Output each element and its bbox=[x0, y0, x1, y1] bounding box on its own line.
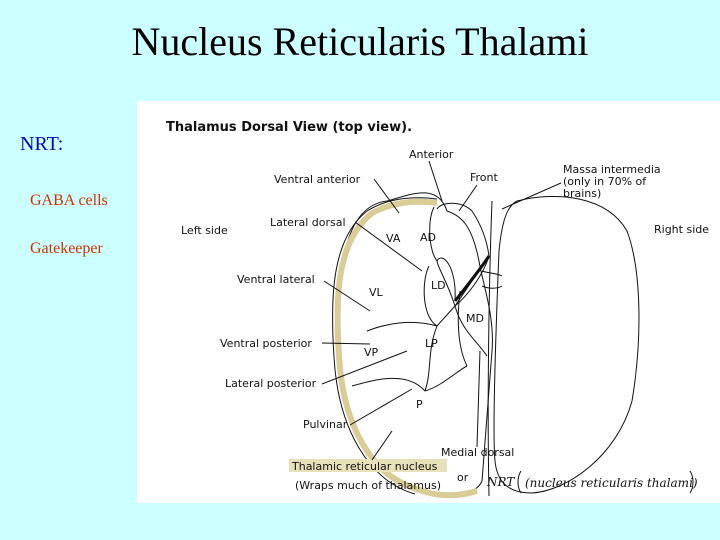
right-hemisphere-outline bbox=[493, 196, 640, 494]
region-va: VA bbox=[386, 232, 401, 245]
leader-front bbox=[458, 184, 478, 212]
md-bottom-curve bbox=[454, 305, 488, 357]
bullet-gatekeeper: Gatekeeper bbox=[30, 240, 103, 257]
slide-title: Nucleus Reticularis Thalami bbox=[131, 19, 589, 64]
leader-medial-dorsal bbox=[476, 350, 481, 448]
va-ad-border bbox=[429, 206, 456, 302]
label-front: Front bbox=[470, 171, 499, 184]
lp-p-border bbox=[424, 365, 468, 392]
ad-region-outline bbox=[436, 202, 490, 308]
vl-lower-border bbox=[366, 321, 438, 332]
label-pulvinar: Pulvinar bbox=[303, 418, 348, 431]
leader-anterior bbox=[428, 160, 443, 202]
label-wraps: (Wraps much of thalamus) bbox=[295, 479, 441, 492]
md-lp-border bbox=[457, 290, 468, 367]
thalamus-drawing: Thalamus Dorsal View (top view). Anterio… bbox=[166, 120, 709, 499]
reticular-nucleus-band-outer bbox=[332, 197, 438, 495]
region-vl: VL bbox=[369, 286, 384, 299]
leader-ventral-lateral bbox=[323, 280, 371, 312]
leader-lateral-posterior bbox=[321, 350, 408, 385]
label-ventral-anterior: Ventral anterior bbox=[274, 173, 361, 186]
massa-intermedia bbox=[481, 270, 503, 289]
reticular-nucleus-band bbox=[334, 198, 438, 492]
label-lateral-posterior: Lateral posterior bbox=[225, 377, 317, 390]
region-ad: AD bbox=[420, 231, 436, 244]
label-ventral-lateral: Ventral lateral bbox=[237, 273, 315, 286]
label-ventral-posterior: Ventral posterior bbox=[220, 337, 312, 350]
label-anterior: Anterior bbox=[409, 148, 454, 161]
region-p: P bbox=[416, 398, 423, 411]
reticular-nucleus-band-tail bbox=[415, 486, 478, 499]
label-or: or bbox=[457, 471, 469, 484]
vp-lower-border bbox=[351, 377, 426, 392]
trn-label-highlight bbox=[289, 459, 447, 472]
nrt-paren-open bbox=[517, 470, 522, 494]
region-md: MD bbox=[466, 312, 484, 325]
midline bbox=[487, 200, 493, 497]
label-massa-line2: (only in 70% of bbox=[563, 175, 647, 188]
label-medial-dorsal: Medial dorsal bbox=[441, 446, 514, 459]
label-left-side: Left side bbox=[181, 224, 228, 237]
region-vp: VP bbox=[364, 346, 379, 359]
leader-reticular bbox=[371, 430, 393, 461]
label-nrt-hand: NRT bbox=[486, 475, 515, 489]
label-nrt-full: (nucleus reticularis thalami) bbox=[525, 476, 698, 490]
leader-lateral-dorsal bbox=[354, 221, 423, 272]
leader-pulvinar bbox=[349, 388, 413, 426]
ld-region-outline bbox=[423, 265, 456, 327]
leader-ventral-posterior bbox=[321, 342, 371, 345]
nrt-paren-close bbox=[689, 470, 694, 494]
region-lp: LP bbox=[425, 337, 438, 350]
label-thalamic-reticular: Thalamic reticular nucleus bbox=[291, 460, 438, 473]
region-ld: LD bbox=[431, 279, 446, 292]
leader-massa bbox=[501, 182, 562, 210]
nrt-heading: NRT: bbox=[20, 133, 64, 155]
label-massa-line3: brains) bbox=[563, 187, 601, 200]
ad-md-thick-border bbox=[453, 255, 491, 302]
label-massa-line1: Massa intermedia bbox=[563, 163, 661, 176]
leader-ventral-anterior bbox=[373, 178, 400, 214]
bullet-gaba-cells: GABA cells bbox=[30, 192, 108, 209]
diagram-title: Thalamus Dorsal View (top view). bbox=[166, 120, 412, 135]
label-lateral-dorsal: Lateral dorsal bbox=[270, 216, 346, 229]
vl-lp-border bbox=[424, 325, 438, 392]
thalamus-diagram: Thalamus Dorsal View (top view). Anterio… bbox=[137, 101, 720, 503]
label-right-side: Right side bbox=[654, 223, 709, 236]
